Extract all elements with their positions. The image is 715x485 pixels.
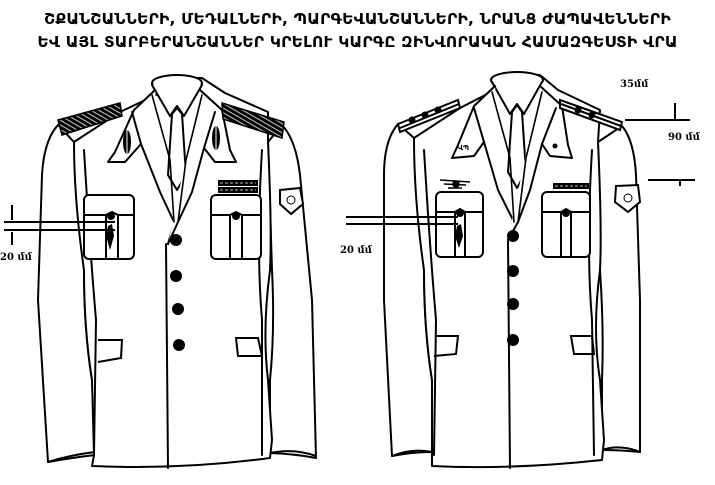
button-icon xyxy=(170,234,182,246)
right-jacket-medal-bar-icon xyxy=(553,183,589,189)
right-jacket-collar-badge-icon: ՎՊ xyxy=(458,144,469,152)
right-sleeve xyxy=(267,124,317,459)
left-jacket-lower-pocket-left xyxy=(97,339,124,363)
right-jacket-pocket-measure-label: 20 մմ xyxy=(340,245,372,256)
button-icon xyxy=(507,298,519,310)
left-jacket-pocket-right xyxy=(210,194,262,260)
left-jacket-sleeve-emblem-icon xyxy=(279,186,305,216)
button-icon xyxy=(170,270,182,282)
right-jacket-lower-pocket-right xyxy=(569,335,596,355)
right-jacket-medal-icon xyxy=(455,224,463,248)
right-jacket-shoulder-board-right xyxy=(559,98,624,132)
right-jacket-buttons xyxy=(507,230,519,346)
right-jacket-measure-marker xyxy=(346,103,695,225)
title-line-1: ՇՔԱՆՇԱՆՆԵՐԻ, ՄԵԴԱԼՆԵՐԻ, ՊԱՐԳԵՎԱՆՇԱՆՆԵՐԻ,… xyxy=(44,10,671,28)
left-lapel xyxy=(451,85,515,241)
button-icon xyxy=(172,303,184,315)
right-lapel xyxy=(167,89,237,245)
right-jacket-pocket-right xyxy=(541,191,591,258)
right-lapel xyxy=(507,85,573,241)
button-icon xyxy=(173,339,185,351)
left-jacket-measure-label: 20 մմ xyxy=(0,252,32,263)
left-jacket-collar-leaf-icon xyxy=(123,130,131,156)
left-jacket-buttons xyxy=(170,234,185,351)
right-jacket-wing-badge-icon xyxy=(439,179,471,189)
left-jacket-lower-pocket-right xyxy=(234,337,264,357)
button-icon xyxy=(507,334,519,346)
left-jacket-shoulder-board-right xyxy=(221,101,285,139)
right-jacket-top-measure-label: 35մմ xyxy=(620,79,649,90)
right-jacket-sleeve-emblem-icon xyxy=(613,183,642,214)
right-sleeve xyxy=(597,125,641,453)
right-jacket-pocket-left xyxy=(435,191,484,258)
right-jacket-shoulder-board-left xyxy=(396,98,462,134)
right-jacket-sleeve-measure-label: 90 մմ xyxy=(668,132,700,143)
button-icon xyxy=(507,265,519,277)
title-line-2: ԵՎ ԱՅԼ ՏԱՐԲԵՐԱՆՇԱՆՆԵՐ ԿՐԵԼՈՒ ԿԱՐԳԸ ԶԻՆՎՈ… xyxy=(37,33,678,51)
right-jacket-lower-pocket-left xyxy=(433,335,460,357)
left-jacket-shoulder-board-left xyxy=(57,102,123,136)
left-jacket-medal-bars-icon xyxy=(218,180,258,193)
left-lapel xyxy=(107,89,175,245)
button-icon xyxy=(507,230,519,242)
left-jacket-measure-marker xyxy=(4,205,115,245)
left-jacket-collar-leaf-icon xyxy=(212,126,220,150)
right-jacket-collar-badge-icon xyxy=(552,143,558,149)
